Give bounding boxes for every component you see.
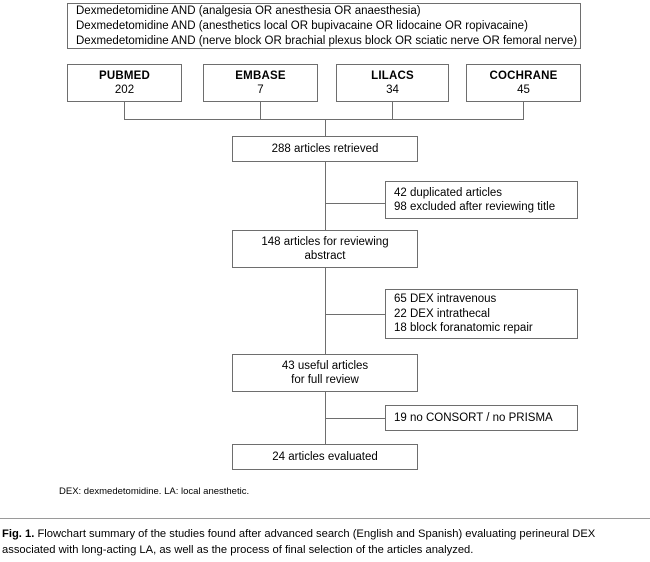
exclusion-box-consort-prisma: 19 no CONSORT / no PRISMA — [385, 405, 578, 431]
exclusion-box-duplicates: 42 duplicated articles 98 excluded after… — [385, 181, 578, 219]
connector-lilacs-drop — [392, 102, 393, 119]
exclusion-box-dex-routes: 65 DEX intravenous 22 DEX intrathecal 18… — [385, 289, 578, 339]
figure-caption-text: Flowchart summary of the studies found a… — [2, 528, 596, 556]
search-query-line-1: Dexmedetomidine AND (analgesia OR anesth… — [76, 4, 421, 17]
database-count-pubmed: 202 — [114, 84, 135, 96]
database-name-embase: EMBASE — [235, 69, 286, 82]
search-query-line-2: Dexmedetomidine AND (anesthetics local O… — [76, 19, 528, 32]
connector-stage2-to-stage3 — [325, 268, 326, 354]
database-box-lilacs: LILACS 34 — [336, 64, 449, 102]
connector-stage1-to-stage2 — [325, 162, 326, 230]
connector-exclusion3-stub — [325, 418, 385, 419]
connector-merge-to-stage1 — [325, 119, 326, 136]
stage-evaluated-line-1: 24 articles evaluated — [272, 450, 378, 463]
connector-pubmed-drop — [124, 102, 125, 119]
search-query-line-3: Dexmedetomidine AND (nerve block OR brac… — [76, 34, 578, 47]
stage-full-review-line-2: for full review — [291, 374, 359, 386]
stage-abstract-line-2: abstract — [304, 250, 346, 262]
connector-merge-bar — [124, 119, 524, 120]
database-count-cochrane: 45 — [517, 84, 530, 96]
abbreviations-footnote: DEX: dexmedetomidine. LA: local anesthet… — [59, 486, 250, 497]
database-name-pubmed: PUBMED — [98, 69, 151, 82]
database-box-embase: EMBASE 7 — [203, 64, 318, 102]
exclusion-dex-line-1: 65 DEX intravenous — [394, 293, 497, 306]
stage-box-evaluated: 24 articles evaluated — [232, 444, 418, 470]
stage-retrieved-line-1: 288 articles retrieved — [271, 142, 379, 155]
database-count-lilacs: 34 — [386, 84, 399, 96]
figure-caption: Fig. 1. Flowchart summary of the studies… — [2, 527, 650, 558]
database-name-cochrane: COCHRANE — [489, 69, 558, 82]
database-count-embase: 7 — [257, 84, 264, 96]
connector-exclusion2-stub — [325, 314, 385, 315]
connector-exclusion1-stub — [325, 203, 385, 204]
figure-caption-label: Fig. 1. — [2, 528, 35, 540]
database-box-cochrane: COCHRANE 45 — [466, 64, 581, 102]
connector-cochrane-drop — [523, 102, 524, 119]
exclusion-duplicates-line-1: 42 duplicated articles — [394, 186, 503, 199]
exclusion-consort-line-1: 19 no CONSORT / no PRISMA — [394, 411, 553, 424]
stage-box-abstract-review: 148 articles for reviewing abstract — [232, 230, 418, 268]
exclusion-dex-line-2: 22 DEX intrathecal — [394, 307, 490, 320]
stage-abstract-line-1: 148 articles for reviewing — [261, 235, 389, 248]
exclusion-duplicates-line-2: 98 excluded after reviewing title — [394, 201, 556, 213]
stage-box-retrieved: 288 articles retrieved — [232, 136, 418, 162]
connector-embase-drop — [260, 102, 261, 119]
search-query-box: Dexmedetomidine AND (analgesia OR anesth… — [67, 3, 581, 49]
database-box-pubmed: PUBMED 202 — [67, 64, 182, 102]
caption-divider — [0, 518, 650, 519]
exclusion-dex-line-3: 18 block foranatomic repair — [394, 322, 533, 335]
database-name-lilacs: LILACS — [371, 69, 414, 82]
stage-box-full-review: 43 useful articles for full review — [232, 354, 418, 392]
stage-full-review-line-1: 43 useful articles — [281, 359, 369, 372]
